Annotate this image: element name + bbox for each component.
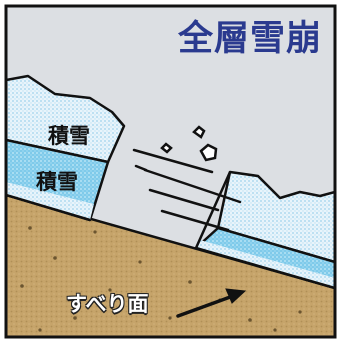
snow-layer-label-upper: 積雪 [48, 124, 90, 148]
snow-chunks [160, 125, 218, 162]
sliding-surface-label: すべり面 [66, 292, 149, 316]
snow-layer-label-lower: 積雪 [36, 170, 78, 194]
arrow-to-slide-surface [176, 288, 247, 318]
diagram-frame [4, 4, 337, 339]
diagram-title: 全層雪崩 [178, 19, 323, 59]
motion-lines [132, 148, 242, 232]
